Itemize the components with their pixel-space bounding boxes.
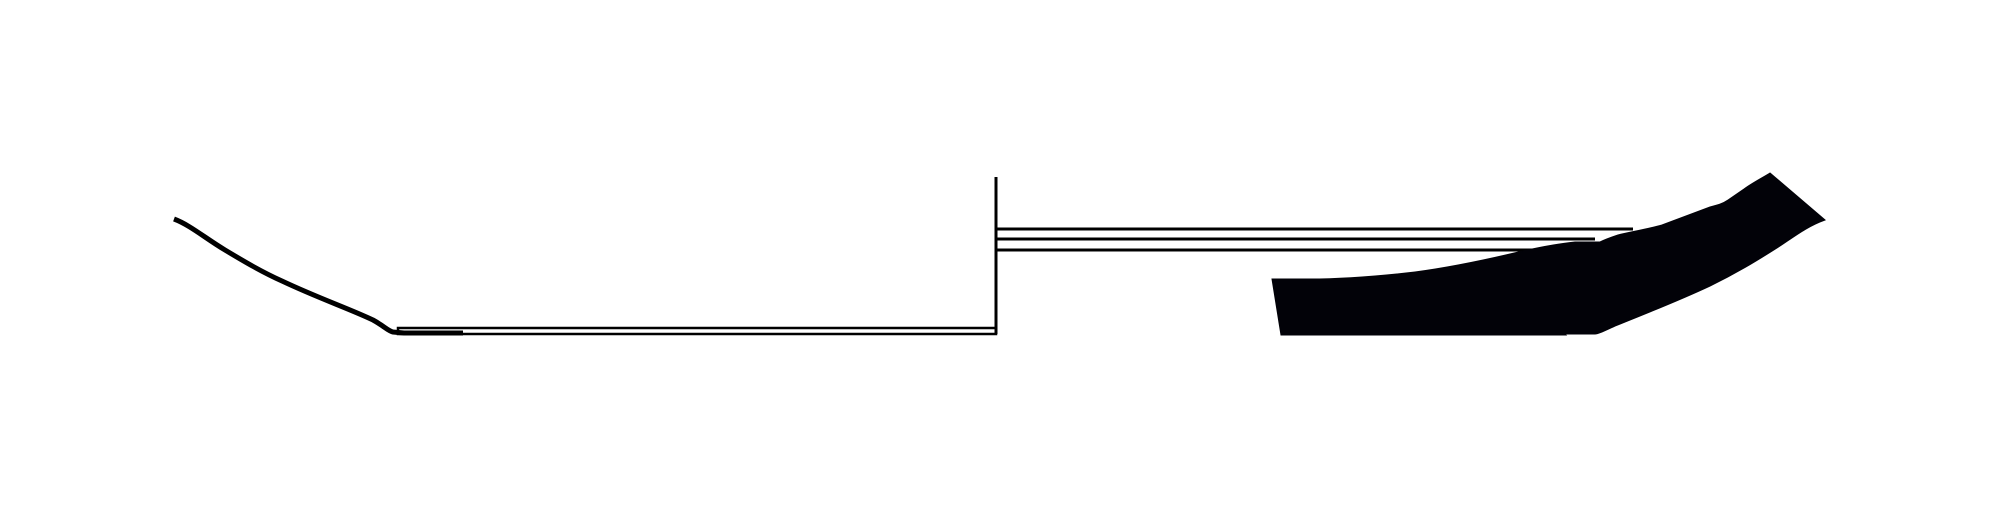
left-baseline	[396, 326, 998, 336]
left-sliding-profile	[173, 216, 463, 336]
right-solid-profile	[1271, 172, 1826, 336]
